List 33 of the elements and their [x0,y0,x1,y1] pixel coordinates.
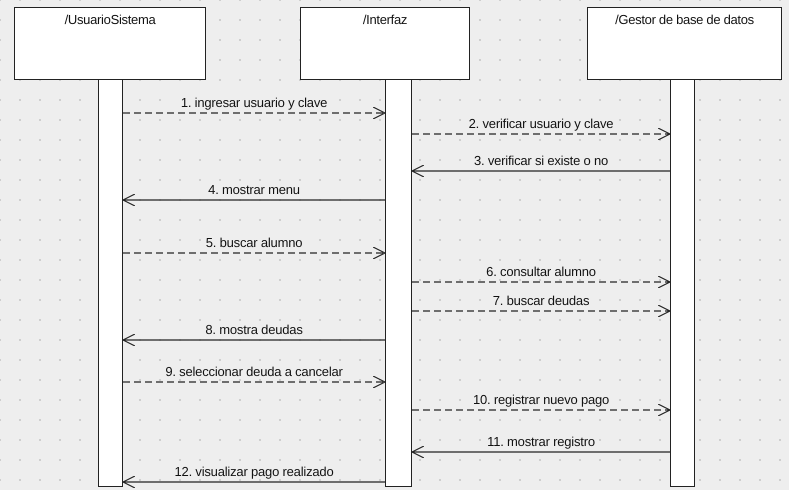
message-arrow [122,193,385,207]
message-arrow [411,164,670,178]
message-arrow [122,475,385,489]
activation-bar [385,79,412,487]
lifeline-box [300,7,470,80]
message-label: 11. mostrar registro [485,434,597,449]
message-label: 8. mostra deudas [203,322,305,337]
message-label: 12. visualizar pago realizado [172,464,336,479]
participant-name: /Gestor de base de datos [614,11,755,27]
lifeline-box [14,7,206,80]
message-label: 1. ingresar usuario y clave [178,95,330,110]
message-label: 4. mostrar menu [206,182,302,197]
message-label: 6. consultar alumno [484,264,598,279]
message-label: 2. verificar usuario y clave [466,116,616,131]
message-arrow [411,445,670,459]
dashed-message-arrow [412,304,671,318]
dashed-message-arrow [412,403,671,417]
message-label: 5. buscar alumno [204,235,304,250]
message-arrow [122,333,385,347]
message-label: 3. verificar si existe o no [472,153,610,168]
lifeline-box [587,7,782,80]
participant-name: /UsuarioSistema [64,11,157,27]
participant-name: /Interfaz [362,11,408,27]
dashed-message-arrow [412,275,671,289]
dashed-message-arrow [123,246,386,260]
activation-bar [98,79,123,487]
dashed-message-arrow [412,127,671,141]
dashed-message-arrow [123,106,386,120]
message-label: 7. buscar deudas [490,293,592,308]
message-label: 10. registrar nuevo pago [470,392,612,407]
activation-bar [670,79,695,487]
message-label: 9. seleccionar deuda a cancelar [163,364,345,379]
dashed-message-arrow [123,375,386,389]
